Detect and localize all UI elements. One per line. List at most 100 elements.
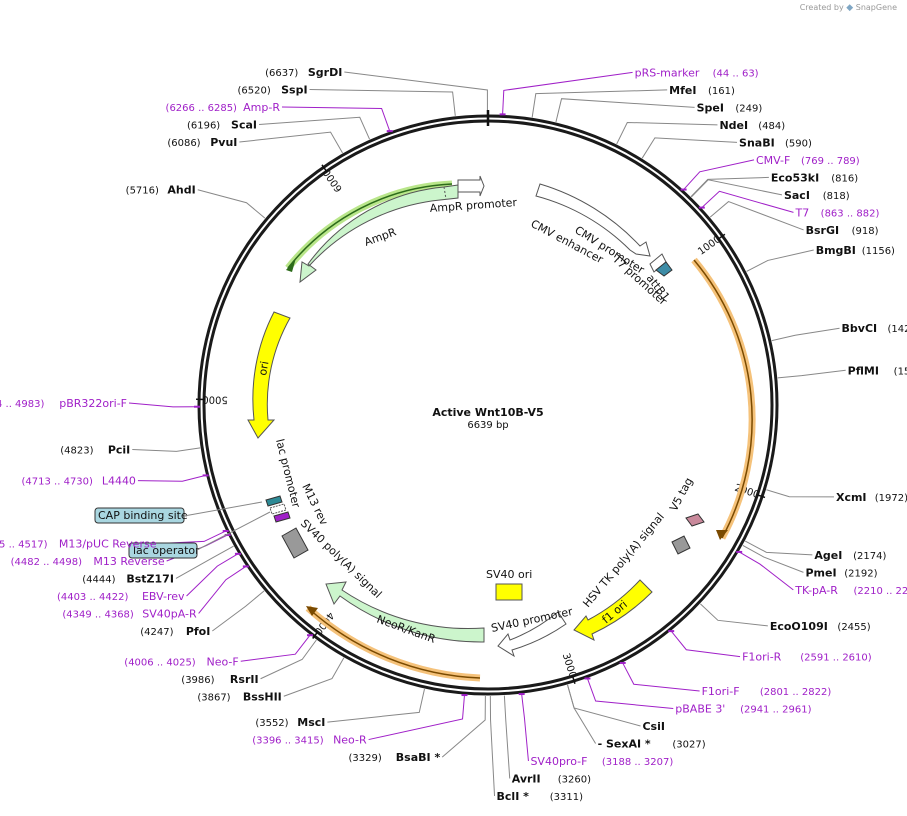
primer-label: Neo-F(4006 .. 4025) bbox=[124, 655, 238, 668]
feature-label-sv40-ori: SV40 ori bbox=[486, 568, 532, 581]
primer-name: pBABE 3' bbox=[675, 703, 725, 716]
insert-arc-line bbox=[693, 259, 753, 539]
primer-name: L4440 bbox=[102, 475, 136, 488]
primer-name: EBV-rev bbox=[142, 590, 185, 603]
primer-name: pRS-marker bbox=[635, 66, 700, 79]
cmv-enhancer-arrow bbox=[535, 183, 651, 257]
neor-highlight-arrowhead bbox=[306, 606, 318, 616]
enzyme-name: BclI * bbox=[497, 790, 530, 803]
enzyme-position: (6086) bbox=[167, 138, 200, 149]
primer-leader bbox=[701, 190, 794, 213]
enzyme-name: BmgBI bbox=[816, 244, 856, 257]
enzyme-position: (2455) bbox=[837, 622, 870, 633]
primer-name: pBR322ori-F bbox=[59, 397, 127, 410]
plasmid-name: Active Wnt10B-V5 bbox=[432, 406, 543, 419]
primer-leader bbox=[186, 553, 239, 597]
cap-binding-site-marker bbox=[265, 495, 283, 507]
primer-label: SV40pA-R(4349 .. 4368) bbox=[62, 607, 197, 620]
enzyme-position: (161) bbox=[708, 86, 735, 97]
enzyme-site-label: ScaI(6196) bbox=[187, 119, 257, 132]
enzyme-site-label: SgrDI(6637) bbox=[265, 66, 342, 79]
primer-range: (4006 .. 4025) bbox=[124, 657, 196, 668]
enzyme-name: ScaI bbox=[231, 119, 257, 132]
ori-arrow bbox=[247, 311, 291, 439]
m13-rev-marker bbox=[273, 511, 291, 523]
lac-operator-label: lac operator bbox=[133, 544, 200, 557]
feature-label-ampr-promoter: AmpR promoter bbox=[429, 196, 518, 215]
enzyme-leader bbox=[441, 695, 486, 758]
primer-label: pBR322ori-F (4964 .. 4983) bbox=[0, 397, 127, 410]
tick-mark bbox=[312, 630, 319, 639]
enzyme-site-label: MfeI(161) bbox=[669, 84, 735, 97]
enzyme-position: (590) bbox=[785, 138, 812, 149]
primer-label: SV40pro-F(3188 .. 3207) bbox=[530, 755, 673, 768]
enzyme-position: (3311) bbox=[550, 792, 583, 803]
cap-binding-site-label: CAP binding site bbox=[98, 509, 188, 522]
enzyme-site-label: CsiI bbox=[642, 720, 664, 733]
enzyme-name: BstZ17I bbox=[126, 572, 174, 585]
enzyme-leader bbox=[777, 369, 846, 379]
primer-leader bbox=[198, 565, 247, 614]
enzyme-position: (6637) bbox=[265, 68, 298, 79]
enzyme-name: BsaBI * bbox=[396, 751, 441, 764]
primer-label: F1ori-R(2591 .. 2610) bbox=[742, 651, 872, 664]
enzyme-leader bbox=[641, 137, 738, 159]
enzyme-name: - SexAI * bbox=[598, 738, 651, 751]
enzyme-site-label: AhdI(5716) bbox=[126, 184, 196, 197]
insert-arrowhead bbox=[716, 530, 728, 540]
enzyme-position: (1156) bbox=[862, 246, 895, 257]
enzyme-position: (3260) bbox=[558, 775, 591, 786]
enzyme-name: BssHII bbox=[243, 690, 282, 703]
enzyme-position: (3986) bbox=[181, 675, 214, 686]
enzyme-position: (3329) bbox=[349, 753, 382, 764]
enzyme-name: CsiI bbox=[642, 720, 664, 733]
enzyme-position: (5716) bbox=[126, 186, 159, 197]
enzyme-leader bbox=[744, 540, 813, 556]
primer-range: (4964 .. 4983) bbox=[0, 399, 44, 410]
primer-range: (4482 .. 4498) bbox=[11, 557, 83, 568]
enzyme-name: AgeI bbox=[814, 549, 842, 562]
primer-label: T7(863 .. 882) bbox=[794, 206, 879, 219]
enzyme-site-label: BssHII(3867) bbox=[197, 690, 281, 703]
enzyme-leader bbox=[489, 695, 496, 797]
primer-leader bbox=[738, 551, 794, 591]
enzyme-site-label: PflMI (1561) bbox=[848, 364, 907, 377]
ampr-promoter-arrow bbox=[457, 175, 485, 197]
enzyme-site-label: AvrII(3260) bbox=[512, 773, 591, 786]
primer-leader bbox=[137, 474, 206, 482]
enzyme-name: PflMI bbox=[848, 364, 879, 377]
ampr-highlight-arrowhead bbox=[286, 258, 296, 272]
enzyme-leader bbox=[212, 590, 265, 632]
enzyme-site-label: BstZ17I(4444) bbox=[82, 572, 174, 585]
enzyme-leader bbox=[746, 249, 814, 272]
boxed-labels: CAP binding site lac operator bbox=[94, 501, 271, 559]
enzyme-site-label: BsrGI(918) bbox=[806, 224, 879, 237]
enzyme-position: (818) bbox=[823, 191, 850, 202]
tick-label: 1000 bbox=[696, 234, 723, 258]
enzyme-name: SspI bbox=[281, 84, 307, 97]
primer-leader bbox=[683, 159, 755, 190]
enzyme-name: NdeI bbox=[719, 119, 748, 132]
enzyme-position: (4823) bbox=[60, 445, 93, 456]
primer-range: (2941 .. 2961) bbox=[740, 705, 812, 716]
enzyme-position: (1561) bbox=[894, 366, 907, 377]
primer-range: (4403 .. 4422) bbox=[57, 592, 129, 603]
primer-label: Amp-R(6266 .. 6285) bbox=[166, 101, 281, 114]
enzyme-position: (3552) bbox=[255, 718, 288, 729]
feature-label-ampr: AmpR bbox=[363, 225, 399, 249]
primer-leader bbox=[158, 530, 226, 544]
enzyme-position: (3027) bbox=[672, 740, 705, 751]
enzyme-name: EcoO109I bbox=[770, 620, 828, 633]
primer-range: (6266 .. 6285) bbox=[166, 103, 238, 114]
primer-range: (4495 .. 4517) bbox=[0, 539, 48, 550]
v5-tag-marker bbox=[685, 513, 705, 527]
primer-name: SV40pro-F bbox=[530, 755, 587, 768]
sv40-ori-box bbox=[495, 583, 523, 601]
tick-label: 3000 bbox=[560, 652, 578, 680]
feature-label-v5-tag: V5 tag bbox=[667, 475, 695, 513]
enzyme-name: BsrGI bbox=[806, 224, 839, 237]
enzyme-name: PmeI bbox=[805, 566, 836, 579]
enzyme-name: PvuI bbox=[210, 136, 237, 149]
primer-leader bbox=[128, 402, 198, 408]
